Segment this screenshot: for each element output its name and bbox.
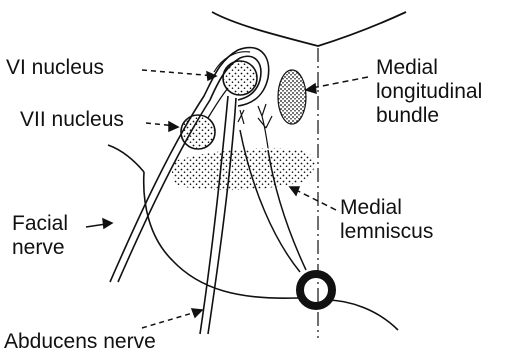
fourth-ventricle-floor [212,12,406,46]
label-vi-nucleus: VI nucleus [6,56,104,80]
pons-right-contour [326,300,398,330]
label-medial-longitudinal-bundle: Medial longitudinal bundle [376,56,482,128]
label-lemniscus-line-1: Medial [340,196,433,220]
pons-left-contour [144,172,298,298]
tegmentum-left-boundary [108,145,144,172]
label-mlb-line-1: Medial [376,56,482,80]
branching-fiber [258,104,272,148]
label-abducens-nerve: Abducens nerve [4,330,156,354]
label-mlb-line-2: longitudinal [376,80,482,104]
corticonuclear-fiber-left [238,110,244,124]
medial-longitudinal-bundle [278,70,306,124]
label-facial-nerve: Facial nerve [12,212,68,260]
vii-nucleus [181,115,215,149]
label-facial-nerve-line-1: Facial [12,212,68,236]
vii-nucleus-efferent [208,88,228,118]
label-mlb-line-3: bundle [376,104,482,128]
label-facial-nerve-line-2: nerve [12,236,68,260]
label-medial-lemniscus: Medial lemniscus [340,196,433,244]
medial-lemniscus [172,148,315,190]
label-vii-nucleus: VII nucleus [20,108,124,132]
label-lemniscus-line-2: lemniscus [340,220,433,244]
basilar-ring [300,274,332,306]
vi-nucleus [223,61,257,95]
